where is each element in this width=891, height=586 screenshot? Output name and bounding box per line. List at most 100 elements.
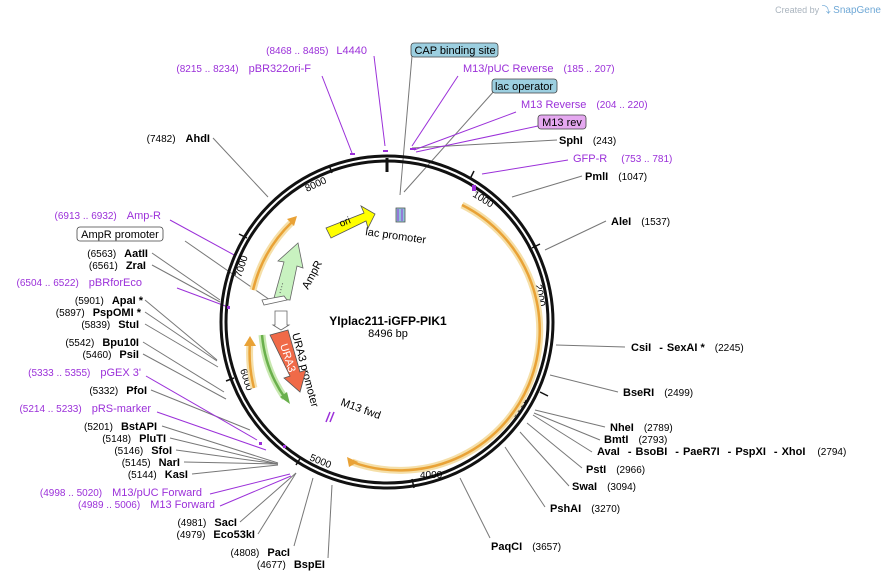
enzyme-labels-left[interactable]: (7482) AhdI (6563)AatII (6561)ZraI (5901)… [56, 133, 325, 571]
enzyme-pfoi[interactable]: (5332)PfoI [89, 385, 147, 397]
ura3-promoter-arrowhead [280, 392, 290, 404]
m13-rev-box[interactable] [537, 114, 587, 130]
enzyme-bstapi[interactable]: (5201)BstAPI [84, 421, 157, 433]
enzyme-aatii-pos: (6563) [87, 249, 116, 260]
cap-box[interactable] [410, 42, 499, 58]
tick-label-8000: 8000 [304, 175, 329, 195]
l4440-mark [383, 150, 388, 152]
enzyme-pluti-pos: (5148) [102, 434, 131, 445]
enzyme-labels-right[interactable]: SphI(243) PmlI(1047) AleI(1537) CsiI-Sex… [491, 135, 846, 553]
enzyme-saci[interactable]: (4981)SacI [177, 517, 237, 529]
enzyme-ahdi-name: AhdI [186, 133, 210, 145]
primer-m13-reverse[interactable]: M13 Reverse(204 .. 220) [521, 99, 648, 111]
enzyme-alei-name: AleI [611, 216, 631, 228]
enzyme-pluti[interactable]: (5148)PluTI [102, 433, 166, 445]
enzyme-pmli[interactable]: PmlI(1047) [585, 171, 647, 183]
enzyme-avai-pos: (2794) [817, 447, 846, 458]
enzyme-sphi[interactable]: SphI(243) [559, 135, 616, 147]
enzyme-sexai-name: SexAI * [667, 342, 706, 354]
ampr-left-arc [251, 221, 293, 291]
enzyme-bspei[interactable]: (4677)BspEI [257, 559, 325, 571]
tick-mark-3000 [539, 391, 549, 397]
enzyme-ahdi-pos: (7482) [147, 134, 176, 145]
primer-pbrforeco[interactable]: (6504 .. 6522)pBRforEco [17, 277, 142, 289]
enzyme-bseri[interactable]: BseRI (2499) [623, 387, 693, 399]
primer-prs-marker[interactable]: (5214 .. 5233)pRS-marker [19, 403, 151, 415]
primer-pbr322ori-f[interactable]: (8215 .. 8234)pBR322ori-F [176, 63, 311, 75]
enzyme-psti[interactable]: PstI(2966) [586, 464, 645, 476]
primer-l4440[interactable]: (8468 .. 8485)L4440 [266, 45, 367, 57]
enzyme-csii-sexai[interactable]: CsiI-SexAI *(2245) [631, 342, 744, 354]
bspei-leader [327, 484, 333, 559]
primer-pbr322-name: pBR322ori-F [249, 63, 312, 75]
nhei-leader [534, 409, 606, 428]
bmti-leader [533, 412, 601, 441]
alei-leader [544, 220, 607, 251]
enzyme-apai[interactable]: (5901)ApaI * [75, 295, 144, 307]
primer-m13-forward[interactable]: (4989 .. 5006)M13 Forward [78, 499, 215, 511]
prsmarker-mark [283, 445, 286, 448]
ampr-r-leader [169, 219, 237, 257]
primer-pgex3-name: pGEX 3' [100, 367, 141, 379]
primer-prsmarker-pos: (5214 .. 5233) [19, 404, 81, 415]
primer-pgex3[interactable]: (5333 .. 5355)pGEX 3' [28, 367, 141, 379]
ampr-dots [279, 281, 284, 294]
enzyme-psii[interactable]: (5460)PsiI [83, 349, 139, 361]
enzyme-nari-name: NarI [159, 457, 180, 469]
enzyme-nari[interactable]: (5145)NarI [122, 457, 180, 469]
enzyme-pspomi[interactable]: (5897)PspOMI * [56, 307, 142, 319]
primer-labels[interactable]: (8468 .. 8485)L4440 (8215 .. 8234)pBR322… [17, 45, 673, 511]
enzyme-avai-group[interactable]: AvaI-BsoBI-PaeR7I-PspXI-XhoI(2794) [597, 446, 846, 458]
pbr322-leader [321, 75, 353, 154]
enzyme-bpu10i[interactable]: (5542)Bpu10I [65, 337, 139, 349]
lac-operator-label: lac operator [495, 81, 553, 93]
backbone-outer-strand [219, 154, 555, 490]
enzyme-stui-name: StuI [118, 319, 139, 331]
lac-operator-box[interactable] [491, 78, 558, 94]
enzyme-stui[interactable]: (5839)StuI [81, 319, 139, 331]
enzyme-swai[interactable]: SwaI(3094) [572, 481, 636, 493]
enzyme-eco53ki[interactable]: (4979)Eco53kI [177, 529, 256, 541]
bseri-leader [549, 374, 619, 393]
enzyme-alei[interactable]: AleI(1537) [611, 216, 670, 228]
enzyme-psti-name: PstI [586, 464, 606, 476]
enzyme-bmti[interactable]: BmtI(2793) [604, 434, 667, 446]
snapgene-credit: Created by ⤵ SnapGene [775, 3, 881, 16]
avai-leader [532, 414, 593, 453]
enzyme-bseri-pos: (2499) [664, 388, 693, 399]
enzyme-paqci[interactable]: PaqCI(3657) [491, 541, 561, 553]
sfoi-leader [175, 449, 279, 465]
primer-m13puc-reverse[interactable]: M13/pUC Reverse(185 .. 207) [463, 63, 615, 75]
enzyme-nhei[interactable]: NheI(2789) [610, 422, 673, 434]
ampr-promoter-box[interactable] [76, 226, 164, 242]
enzyme-aatii[interactable]: (6563)AatII [87, 248, 148, 260]
primer-l4440-pos: (8468 .. 8485) [266, 46, 328, 57]
enzyme-pspxi-name: PspXI [735, 446, 766, 458]
primer-gfp-r[interactable]: GFP-R(753 .. 781) [573, 153, 672, 165]
primer-m13puc-forward[interactable]: (4998 .. 5020)M13/pUC Forward [40, 487, 202, 499]
backbone [219, 154, 555, 490]
enzyme-swai-pos: (3094) [607, 482, 636, 493]
enzyme-kasi-pos: (5144) [128, 470, 157, 481]
tick-mark-5000 [295, 456, 302, 466]
enzyme-nhei-name: NheI [610, 422, 634, 434]
primer-amp-r[interactable]: (6913 .. 6932)Amp-R [55, 210, 162, 222]
enzyme-bstapi-name: BstAPI [121, 421, 157, 433]
enzyme-paci[interactable]: (4808)PacI [230, 547, 290, 559]
enzyme-kasi[interactable]: (5144)KasI [128, 469, 188, 481]
lac-promoter-box [395, 207, 406, 223]
boxed-feature-labels[interactable]: CAP binding site lac operator M13 rev Am… [76, 42, 587, 242]
enzyme-pshai[interactable]: PshAI(3270) [550, 503, 620, 515]
enzyme-zrai[interactable]: (6561)ZraI [89, 260, 146, 272]
pbr322-mark [350, 153, 355, 155]
enzyme-csii-dash: - [659, 342, 663, 354]
pgex3-mark [259, 442, 262, 445]
enzyme-ahdi[interactable]: (7482) AhdI [147, 133, 210, 145]
enzyme-pshai-name: PshAI [550, 503, 581, 515]
enzyme-csii-name: CsiI [631, 342, 651, 354]
enzyme-sfoi[interactable]: (5146)SfoI [114, 445, 172, 457]
pgex3-leader [145, 375, 258, 441]
tick-mark-7000 [238, 233, 248, 239]
tick-label-4000: 4000 [420, 470, 443, 481]
enzyme-bseri-name: BseRI [623, 387, 654, 399]
